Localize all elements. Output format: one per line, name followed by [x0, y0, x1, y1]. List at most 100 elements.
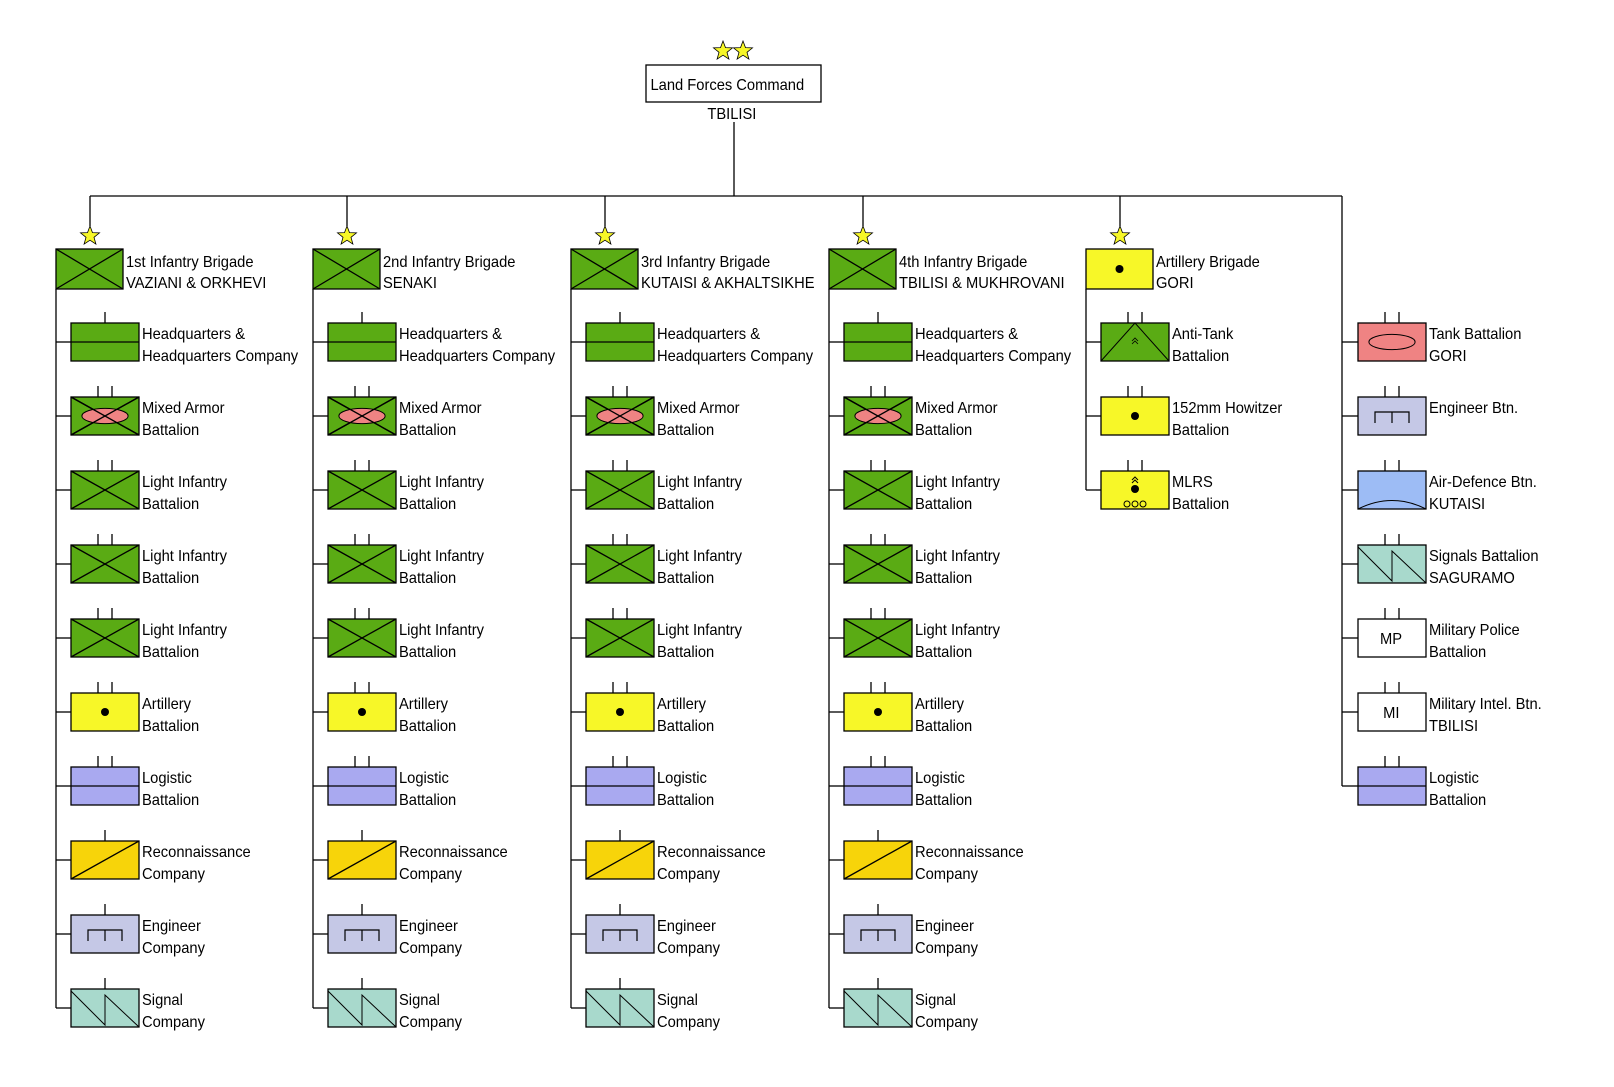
slash-line [327, 840, 397, 880]
infantry-symbol-icon [585, 470, 655, 510]
unit-location: Company [142, 865, 205, 883]
unit-name: Light Infantry [142, 473, 227, 491]
infantry-symbol-icon [843, 470, 913, 510]
unit-location: Company [142, 1013, 205, 1031]
unit-name: Light Infantry [915, 473, 1000, 491]
infantry-symbol-icon [312, 248, 381, 290]
brigade-location: VAZIANI & ORKHEVI [126, 274, 266, 292]
unit-location: Battalion [915, 791, 972, 809]
star-icon [732, 39, 754, 61]
unit-node: Headquarters &Headquarters Company [327, 312, 555, 365]
symbol-frame [1100, 322, 1170, 362]
unit-location: Company [915, 939, 978, 957]
artillery-symbol-icon [1100, 396, 1170, 436]
mlrs-symbol-icon [1100, 470, 1170, 510]
recon-symbol-icon [327, 840, 397, 880]
infantry-symbol-icon [828, 248, 897, 290]
airdef-symbol-icon [1357, 470, 1427, 510]
symbol-frame [1357, 322, 1427, 362]
cross-line [327, 618, 397, 658]
unit-name: Headquarters & [915, 325, 1018, 343]
unit-name: Artillery [657, 695, 706, 713]
cross-line [585, 618, 655, 658]
signal-symbol-icon [70, 988, 140, 1028]
unit-name: Logistic [915, 769, 965, 787]
unit-name: Light Infantry [657, 547, 742, 565]
unit-name: Engineer [915, 917, 974, 935]
engineer-icon [860, 929, 896, 941]
engineer-symbol-icon [1357, 396, 1427, 436]
unit-location: Battalion [657, 643, 714, 661]
unit-mark: MI [1383, 704, 1399, 722]
unit-location: Battalion [657, 791, 714, 809]
unit-location: Battalion [657, 717, 714, 735]
unit-name: Reconnaissance [142, 843, 251, 861]
logistic-symbol-icon [70, 766, 140, 806]
unit-name: Signal [142, 991, 183, 1009]
unit-name: Reconnaissance [915, 843, 1024, 861]
unit-location: Company [915, 1013, 978, 1031]
unit-name: Logistic [142, 769, 192, 787]
unit-name: Mixed Armor [915, 399, 998, 417]
signal-symbol-icon [1357, 544, 1427, 584]
unit-name: Signal [657, 991, 698, 1009]
infantry-symbol-icon [70, 618, 140, 658]
unit-location: Headquarters Company [399, 347, 555, 365]
unit-location: Battalion [142, 421, 199, 439]
unit-location: Battalion [657, 569, 714, 587]
unit-name: Light Infantry [142, 547, 227, 565]
brigade-location: SENAKI [383, 274, 437, 292]
logistic-symbol-icon [843, 766, 913, 806]
mixed-armor-symbol-icon [585, 396, 655, 436]
brigade-name: 1st Infantry Brigade [126, 253, 254, 271]
signal-symbol-icon [327, 988, 397, 1028]
unit-name: Light Infantry [399, 621, 484, 639]
artillery-symbol-icon [1085, 248, 1154, 290]
unit-name: Headquarters & [142, 325, 245, 343]
unit-location: Battalion [1429, 643, 1486, 661]
recon-symbol-icon [585, 840, 655, 880]
hq-box [645, 64, 822, 103]
unit-name: Light Infantry [915, 547, 1000, 565]
unit-name: Mixed Armor [142, 399, 225, 417]
unit-name: Air-Defence Btn. [1429, 473, 1537, 491]
lightning-icon [585, 990, 655, 1028]
armor-ellipse [1368, 333, 1416, 351]
infantry-symbol-icon [570, 248, 639, 290]
cross-line [55, 248, 124, 290]
brigade-name: 4th Infantry Brigade [899, 253, 1027, 271]
cross-line [828, 248, 897, 290]
unit-location: Battalion [399, 421, 456, 439]
unit-name: 152mm Howitzer [1172, 399, 1282, 417]
unit-location: Battalion [142, 717, 199, 735]
wheel-icon [1123, 500, 1131, 508]
dot-icon [101, 708, 109, 716]
hq-title: Land Forces Command [650, 76, 804, 94]
cross-line [327, 544, 397, 584]
unit-location: Battalion [142, 495, 199, 513]
brigade-location: KUTAISI & AKHALTSIKHE [641, 274, 815, 292]
mixed-armor-symbol-icon [327, 396, 397, 436]
unit-location: KUTAISI [1429, 495, 1485, 513]
unit-name: Light Infantry [915, 621, 1000, 639]
hq-symbol-icon [70, 322, 140, 362]
unit-name: Mixed Armor [399, 399, 482, 417]
mixed-armor-symbol-icon [70, 396, 140, 436]
unit-name: Military Police [1429, 621, 1520, 639]
unit-name: Light Infantry [657, 473, 742, 491]
wheel-icon [1131, 500, 1139, 508]
